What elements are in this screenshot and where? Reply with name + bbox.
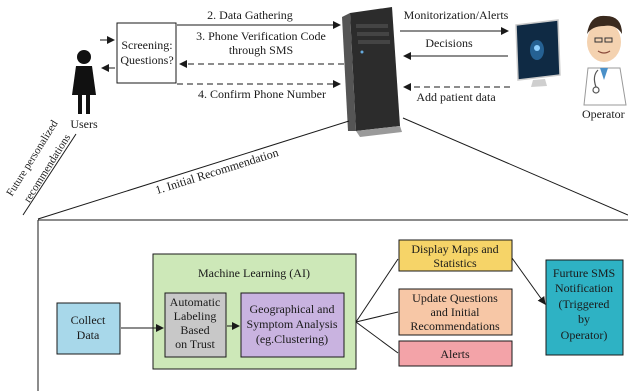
display-maps-line1: Display Maps and [411,242,498,256]
operator-icon [583,15,627,106]
sms-line2: Notification [555,281,613,295]
initial-recommendation-label: 1. Initial Recommendation [154,145,281,197]
alerts-box [398,340,513,367]
update-questions-line3: Recommendations [410,319,500,333]
add-patient-label: Add patient data [416,90,496,104]
phone-verification-label-1: 3. Phone Verification Code [196,29,326,43]
analysis-box [240,292,345,358]
sms-line5: Operator) [561,328,608,342]
update-questions-line2: and Initial [431,305,481,319]
auto-labeling-box [164,292,227,358]
screening-line2: Questions? [120,53,173,67]
display-maps-line2: Statistics [433,256,477,270]
monitor-icon [515,19,561,87]
left-funnel-line [37,120,350,220]
collect-data-line2: Data [77,328,100,342]
phone-verification-label-2: through SMS [229,43,293,57]
alerts-label: Alerts [440,347,470,361]
user-icon [72,50,96,114]
fan-to-display [355,258,399,323]
screening-box [116,22,177,84]
confirm-phone-label: 4. Confirm Phone Number [198,87,326,101]
sms-notification-box [545,259,624,356]
right-funnel-line [402,117,628,216]
auto-labeling-line1: Automatic [170,295,221,309]
update-questions-line1: Update Questions [412,291,498,305]
collect-data-box [56,302,121,355]
analysis-line2: Symptom Analysis [246,317,337,331]
auto-labeling-line4: on Trust [175,337,215,351]
users-label: Users [70,117,98,131]
ml-panel-title: Machine Learning (AI) [198,266,310,280]
screening-line1: Screening: [121,38,172,52]
sms-line3: (Triggered [559,297,610,311]
fan-to-alerts [355,321,399,354]
analysis-line1: Geographical and [250,302,335,316]
update-questions-box [398,288,513,336]
monitorization-label: Monitorization/Alerts [404,8,509,22]
display-to-sms-arrow [511,257,546,305]
display-maps-box [398,239,513,272]
fan-to-update [355,311,399,323]
analysis-line3: (eg.Clustering) [256,332,328,346]
sms-line1: Furture SMS [553,266,615,280]
sms-line4: by [578,312,590,326]
auto-labeling-line3: Based [180,323,209,337]
decisions-label: Decisions [425,36,473,50]
future-recommendations-line [22,133,77,216]
data-gathering-label: 2. Data Gathering [207,8,293,22]
collect-data-line1: Collect [71,313,106,327]
operator-label: Operator [582,107,625,121]
auto-labeling-line2: Labeling [174,309,217,323]
server-icon [342,7,402,137]
